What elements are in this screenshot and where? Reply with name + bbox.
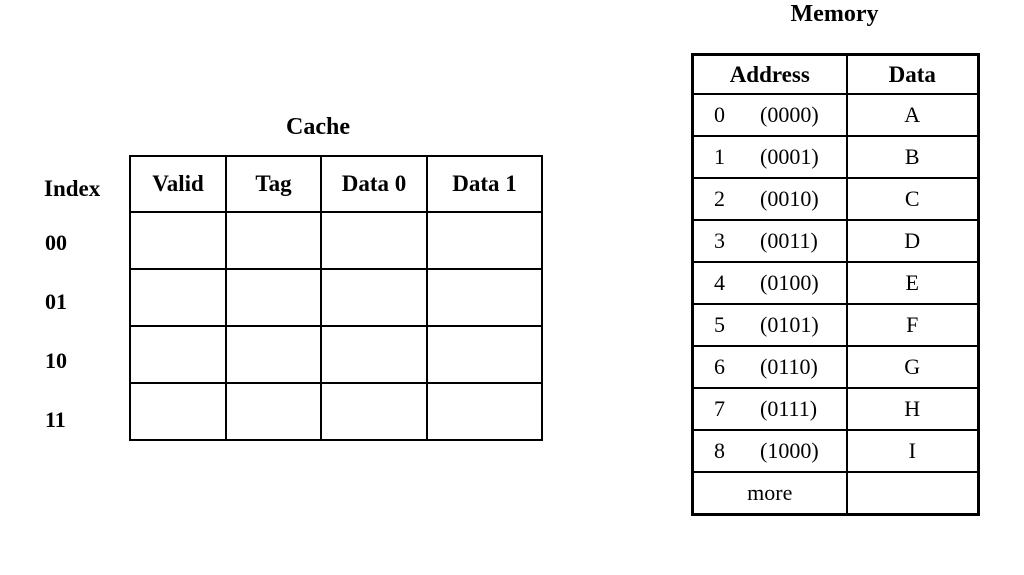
cache-index-value: 00 [45,229,67,255]
memory-row: 5 (0101) F [691,303,980,347]
memory-address-decimal: 4 [714,270,725,295]
memory-address-cell: 0 (0000) [691,93,848,137]
memory-address-cell: 6 (0110) [691,345,848,389]
cache-cell [225,268,322,327]
cache-title: Cache [286,114,350,140]
memory-address-cell: 1 (0001) [691,135,848,179]
memory-row: 0 (0000) A [691,93,980,137]
cache-cell [129,382,227,441]
cache-row-01 [129,268,543,327]
memory-address-binary: (0011) [760,228,818,253]
memory-address-binary: (0110) [760,354,818,379]
memory-address-cell: 7 (0111) [691,387,848,431]
memory-address-binary: (1000) [760,438,819,463]
memory-address-decimal: 8 [714,438,725,463]
cache-index-value: 01 [45,288,67,314]
cache-column-header-data-1: Data 1 [426,155,543,213]
memory-address-binary: (0001) [760,144,819,169]
memory-address-binary: (0111) [760,396,818,421]
memory-data-cell: G [845,345,980,389]
memory-column-header-address: Address [691,53,848,95]
memory-address-binary: (0000) [760,102,819,127]
cache-index-label: Index [44,176,101,201]
memory-more-row: more [691,471,980,516]
memory-data-cell: F [845,303,980,347]
cache-cell [426,268,543,327]
memory-address-decimal: 2 [714,186,725,211]
memory-address-cell: 3 (0011) [691,219,848,263]
cache-cell [129,325,227,384]
cache-column-header-tag: Tag [225,155,322,213]
cache-column-header-valid: Valid [129,155,227,213]
cache-cell [320,325,428,384]
memory-address-cell: 5 (0101) [691,303,848,347]
memory-address-binary: (0100) [760,270,819,295]
memory-row: 1 (0001) B [691,135,980,179]
memory-data-cell: E [845,261,980,305]
cache-index-value: 11 [45,406,66,432]
cache-row-11 [129,382,543,441]
memory-data-cell: H [845,387,980,431]
memory-data-cell: C [845,177,980,221]
memory-row: 6 (0110) G [691,345,980,389]
memory-address-cell: 4 (0100) [691,261,848,305]
cache-row-00 [129,211,543,270]
cache-cell [426,211,543,270]
memory-address-decimal: 6 [714,354,725,379]
memory-address-decimal: 3 [714,228,725,253]
memory-row: 3 (0011) D [691,219,980,263]
cache-cell [225,382,322,441]
memory-address-binary: (0010) [760,186,819,211]
cache-cell [129,268,227,327]
cache-cell [129,211,227,270]
memory-row: 8 (1000) I [691,429,980,473]
memory-more-cell: more [691,471,848,516]
cache-column-header-data-0: Data 0 [320,155,428,213]
memory-row: 7 (0111) H [691,387,980,431]
memory-data-cell: I [845,429,980,473]
memory-address-decimal: 0 [714,102,725,127]
cache-cell [320,211,428,270]
cache-row-10 [129,325,543,384]
memory-data-cell: A [845,93,980,137]
cache-cell [320,382,428,441]
memory-address-decimal: 5 [714,312,725,337]
memory-title: Memory [790,1,879,27]
memory-row: 2 (0010) C [691,177,980,221]
memory-address-cell: 2 (0010) [691,177,848,221]
memory-column-header-data: Data [845,53,980,95]
memory-data-cell: D [845,219,980,263]
cache-cell [320,268,428,327]
cache-row-labels: 00 01 10 11 [45,213,115,449]
cache-cell [225,325,322,384]
cache-cell [225,211,322,270]
cache-cell [426,382,543,441]
cache-index-value: 10 [45,347,67,373]
memory-address-binary: (0101) [760,312,819,337]
memory-data-cell [845,471,980,516]
memory-address-decimal: 1 [714,144,725,169]
memory-data-cell: B [845,135,980,179]
memory-row: 4 (0100) E [691,261,980,305]
memory-address-cell: 8 (1000) [691,429,848,473]
memory-address-decimal: 7 [714,396,725,421]
cache-cell [426,325,543,384]
